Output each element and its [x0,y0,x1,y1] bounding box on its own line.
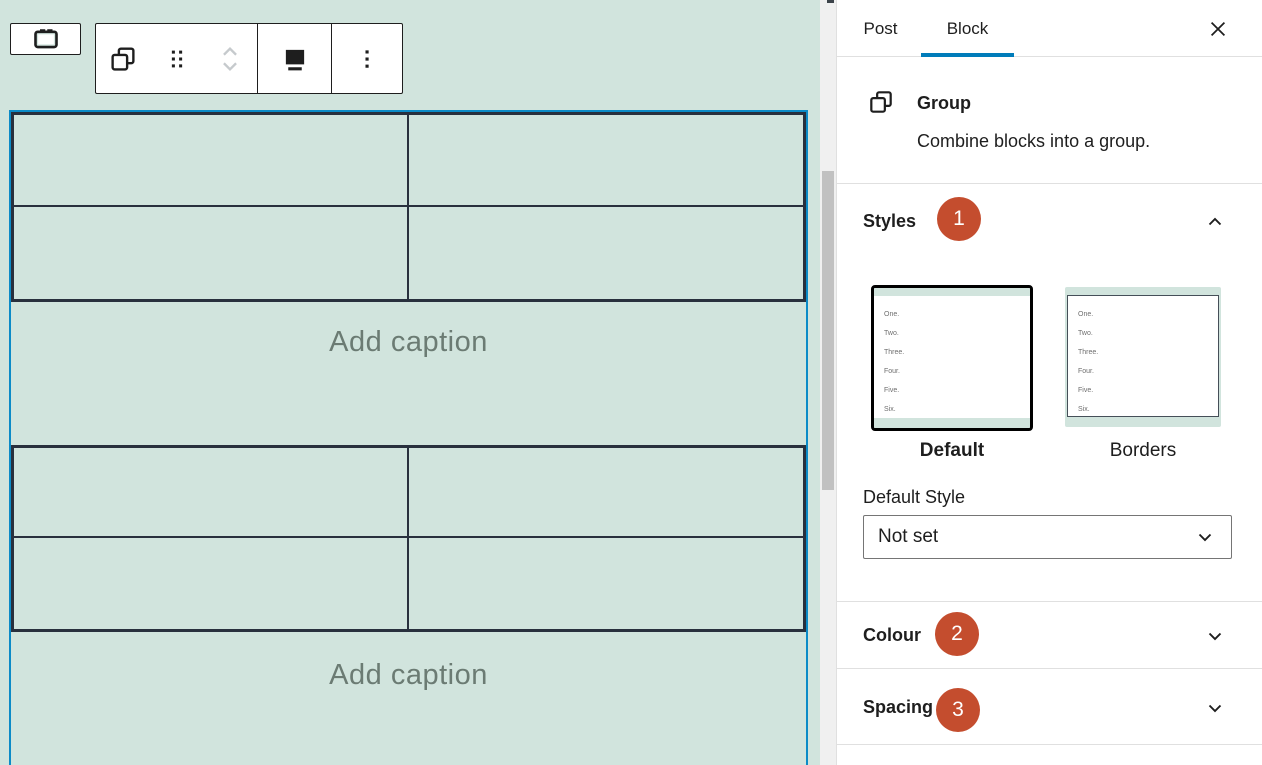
tab-block[interactable]: Block [921,0,1014,57]
canvas-scrollbar-thumb[interactable] [822,171,834,490]
expand-colour-button[interactable] [1201,622,1229,650]
table-cell[interactable] [14,115,409,207]
preview-line: Five. [1078,387,1094,394]
settings-sidebar: Post Block Group Combine blocks into a g… [836,0,1262,765]
style-label-default: Default [919,440,985,461]
table-cell[interactable] [14,207,409,299]
section-header-spacing[interactable]: Spacing [837,669,1262,744]
divider [837,183,1262,184]
select-value: Not set [878,526,939,547]
table-cell[interactable] [409,207,803,299]
preview-footer-strip [874,418,1030,428]
preview-header-strip [874,288,1030,296]
preview-line: Two. [884,330,899,337]
preview-line: Five. [884,387,900,394]
drag-handle[interactable] [150,24,203,93]
align-button[interactable] [258,24,331,93]
default-style-select[interactable]: Not set [863,515,1232,559]
close-icon [1207,18,1229,40]
expand-spacing-button[interactable] [1201,694,1229,722]
tab-post[interactable]: Post [863,18,898,38]
editor-canvas: Add caption Add caption [0,0,820,765]
annotation-badge-1: 1 [937,197,981,241]
widget-area-icon [31,24,61,54]
preview-line: One. [884,311,900,318]
table-cell[interactable] [409,448,803,538]
group-block-icon [108,44,138,74]
style-label-borders: Borders [1109,440,1177,461]
options-button[interactable] [332,24,402,93]
chevron-down-icon [1203,624,1227,648]
table-cell[interactable] [14,538,409,629]
move-up-down-icon [215,42,245,76]
block-tools-group [95,23,403,94]
table-block-2 [11,445,806,632]
preview-bordered-box: One. Two. Three. Four. Five. Six. [1067,295,1219,417]
block-mover[interactable] [203,24,257,93]
close-sidebar-button[interactable] [1204,15,1232,43]
block-card-description: Combine blocks into a group. [917,131,1151,151]
sidebar-tabs: Post Block [837,0,1262,57]
table-cell[interactable] [409,115,803,207]
preview-line: Six. [1078,406,1090,413]
preview-line: Four. [1078,368,1094,375]
default-style-label: Default Style [863,487,966,507]
divider [837,601,1262,602]
kebab-menu-icon [353,45,381,73]
canvas-scrollbar-track[interactable] [820,0,836,765]
preview-text-lines: One. Two. Three. Four. Five. Six. [1078,305,1098,419]
table-block-1 [11,112,806,302]
drag-handle-icon [163,45,191,73]
style-preview-borders[interactable]: One. Two. Three. Four. Five. Six. [1065,287,1221,427]
section-label: Styles [863,211,917,231]
block-switcher-button[interactable] [96,24,150,93]
annotation-badge-3: 3 [936,688,980,732]
select-parent-block-button[interactable] [10,23,81,55]
preview-line: Six. [884,406,896,413]
preview-text-lines: One. Two. Three. Four. Five. Six. [884,305,904,419]
table-caption-placeholder[interactable]: Add caption [329,659,488,691]
section-header-colour[interactable]: Colour [837,602,1262,668]
toolbar-separator [257,24,258,93]
preview-line: Three. [884,349,905,356]
chevron-up-icon [1203,210,1227,234]
preview-line: Three. [1078,349,1099,356]
section-label: Spacing [863,697,934,717]
style-preview-default[interactable]: One. Two. Three. Four. Five. Six. [871,285,1033,431]
section-header-styles[interactable]: Styles [837,184,1262,254]
block-toolbar [10,23,403,94]
preview-line: Two. [1078,330,1093,337]
table-cell[interactable] [409,538,803,629]
block-card-title: Group [917,93,971,113]
table-cell[interactable] [14,448,409,538]
chevron-down-icon [1193,525,1217,549]
group-block-icon [867,88,895,116]
scrollbar-top-mark [827,0,834,3]
divider [837,668,1262,669]
table-caption-placeholder[interactable]: Add caption [329,326,488,358]
annotation-badge-2: 2 [935,612,979,656]
toolbar-separator [331,24,332,93]
preview-line: One. [1078,311,1094,318]
chevron-down-icon [1203,696,1227,720]
section-label: Colour [863,625,921,645]
align-none-icon [280,44,310,74]
collapse-styles-button[interactable] [1201,208,1229,236]
divider [837,744,1262,745]
preview-line: Four. [884,368,900,375]
